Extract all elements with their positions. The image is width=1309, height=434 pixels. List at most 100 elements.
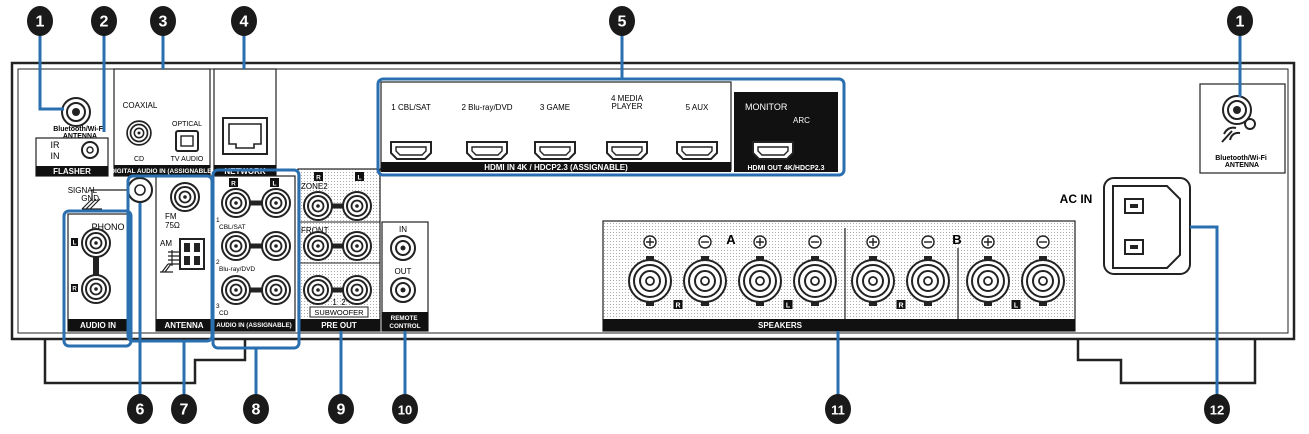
- phono-l-jack[interactable]: [81, 228, 111, 258]
- ac-in-panel: AC IN: [1060, 177, 1191, 275]
- callout-number: 5: [618, 14, 627, 31]
- analog-in-2-r-jack[interactable]: [221, 231, 251, 261]
- in-label: IN: [51, 151, 60, 161]
- speaker-b-r-minus-terminal[interactable]: [906, 235, 950, 307]
- remote-control-panel: IN OUT REMOTE CONTROL: [381, 221, 429, 332]
- fm-antenna-jack[interactable]: [170, 182, 200, 212]
- phono-r-marker: R: [72, 287, 77, 293]
- callout-number: 12: [1210, 403, 1224, 418]
- speaker-group-a-label: A: [726, 232, 736, 247]
- am-antenna-terminal[interactable]: [160, 238, 205, 273]
- phono-r-jack[interactable]: [81, 274, 111, 304]
- signal-gnd-label: SIGNAL GND: [68, 186, 100, 203]
- bt-antenna-right[interactable]: Bluetooth/Wi-Fi ANTENNA: [1199, 83, 1286, 174]
- subwoofer-numbers: 1 2: [332, 298, 346, 307]
- analog-r-marker: R: [231, 181, 236, 188]
- callout-c12: 12: [1204, 394, 1230, 424]
- speaker-a-r-marker: R: [675, 303, 680, 310]
- pre-out-panel: R L ZONE2 FRONT 1 2 SUBWOOFER PRE OUT: [297, 168, 381, 332]
- callout-leaders: [38, 34, 1242, 395]
- analog-in-2-l-jack[interactable]: [261, 231, 291, 261]
- audio-in-label: AUDIO IN: [80, 321, 116, 330]
- bt-antenna-right-label: Bluetooth/Wi-Fi ANTENNA: [1215, 155, 1269, 169]
- speaker-a-l-minus-terminal[interactable]: [793, 235, 837, 307]
- flasher-in-jack[interactable]: IR IN FLASHER: [35, 137, 109, 177]
- network-port[interactable]: [222, 117, 268, 155]
- hdmi-out-label: HDMI OUT 4K/HDCP2.3: [747, 165, 824, 172]
- callout-number: 2: [100, 14, 109, 31]
- callout-c9: 9: [328, 394, 354, 424]
- hdmi-in-port-2[interactable]: 2 Blu-ray/DVD: [461, 103, 513, 160]
- ir-label: IR: [51, 140, 61, 150]
- zone2-l-jack[interactable]: [342, 191, 372, 221]
- speaker-b-r-marker: R: [898, 303, 903, 310]
- front-r-jack[interactable]: [303, 231, 333, 261]
- hdmi-in-label-5: 5 AUX: [686, 103, 709, 112]
- speaker-b-l-plus-terminal[interactable]: [966, 235, 1010, 307]
- arc-label: ARC: [793, 116, 810, 125]
- speakers-label: SPEAKERS: [758, 321, 803, 330]
- callout-number: 7: [180, 402, 189, 419]
- hdmi-out-port[interactable]: [752, 141, 794, 160]
- speaker-a-r-minus-terminal[interactable]: [683, 235, 727, 307]
- bt-antenna-left[interactable]: Bluetooth/Wi-Fi ANTENNA: [53, 97, 107, 140]
- preout-l-marker: L: [358, 175, 362, 182]
- analog-l-marker: L: [273, 181, 277, 188]
- coaxial-jack[interactable]: [126, 120, 152, 146]
- hdmi-in-label-3: 3 GAME: [540, 103, 570, 112]
- subwoofer-label: SUBWOOFER: [314, 308, 364, 317]
- callout-c11: 11: [825, 394, 851, 424]
- speaker-a-r-plus-terminal[interactable]: [628, 235, 672, 307]
- zone2-r-jack[interactable]: [303, 191, 333, 221]
- preout-r-marker: R: [316, 175, 321, 182]
- callout-number: 10: [398, 403, 412, 418]
- speaker-a-l-plus-terminal[interactable]: [738, 235, 782, 307]
- remote-in-jack[interactable]: [390, 235, 416, 261]
- ac-inlet[interactable]: [1103, 177, 1191, 275]
- monitor-label: MONITOR: [745, 102, 788, 112]
- speaker-group-b-label: B: [952, 232, 961, 247]
- speaker-b-l-minus-terminal[interactable]: [1021, 235, 1065, 307]
- speaker-b-r-plus-terminal[interactable]: [851, 235, 895, 307]
- callout-number: 3: [159, 14, 168, 31]
- callout-c4: 4: [231, 6, 257, 36]
- phono-label: PHONO: [91, 222, 124, 232]
- analog-in-1-l-jack[interactable]: [261, 188, 291, 218]
- callout-c10: 10: [392, 394, 418, 424]
- hdmi-in-port-5[interactable]: 5 AUX: [676, 103, 718, 160]
- callout-number: 4: [240, 14, 249, 31]
- hdmi-in-port-3[interactable]: 3 GAME: [534, 103, 576, 160]
- ac-in-label: AC IN: [1060, 192, 1093, 206]
- analog-in-3-l-jack[interactable]: [261, 275, 291, 305]
- am-label: AM: [160, 239, 172, 248]
- speaker-a-l-marker: L: [786, 303, 791, 310]
- front-l-jack[interactable]: [342, 231, 372, 261]
- remote-out-jack[interactable]: [390, 277, 416, 303]
- optical-label: OPTICAL: [172, 121, 202, 128]
- subwoofer-2-jack[interactable]: [342, 275, 372, 305]
- front-label: FRONT: [301, 226, 329, 235]
- flasher-label: FLASHER: [53, 167, 91, 176]
- phono-panel: PHONO L R AUDIO IN: [67, 213, 129, 332]
- subwoofer-1-jack[interactable]: [303, 275, 333, 305]
- analog-in-label-1: 1CBL/SAT: [216, 217, 246, 231]
- analog-in-1-r-jack[interactable]: [221, 188, 251, 218]
- callout-c7: 7: [171, 394, 197, 424]
- callout-number: 6: [136, 402, 145, 419]
- coaxial-label: COAXIAL: [123, 101, 158, 110]
- digital-audio-in-panel: COAXIAL CD OPTICAL TV AUDIO DIGITAL AUDI…: [110, 68, 214, 177]
- hdmi-in-label: HDMI IN 4K / HDCP2.3 (ASSIGNABLE): [484, 163, 628, 172]
- remote-control-label: REMOTE CONTROL: [389, 315, 420, 330]
- callout-c8: 8: [243, 394, 269, 424]
- callout-c3: 3: [150, 6, 176, 36]
- hdmi-in-port-1[interactable]: 1 CBL/SAT: [390, 103, 432, 160]
- optical-jack[interactable]: [175, 130, 199, 152]
- bt-antenna-label: Bluetooth/Wi-Fi ANTENNA: [53, 126, 107, 140]
- analog-in-3-r-jack[interactable]: [221, 275, 251, 305]
- remote-out-label: OUT: [395, 267, 412, 276]
